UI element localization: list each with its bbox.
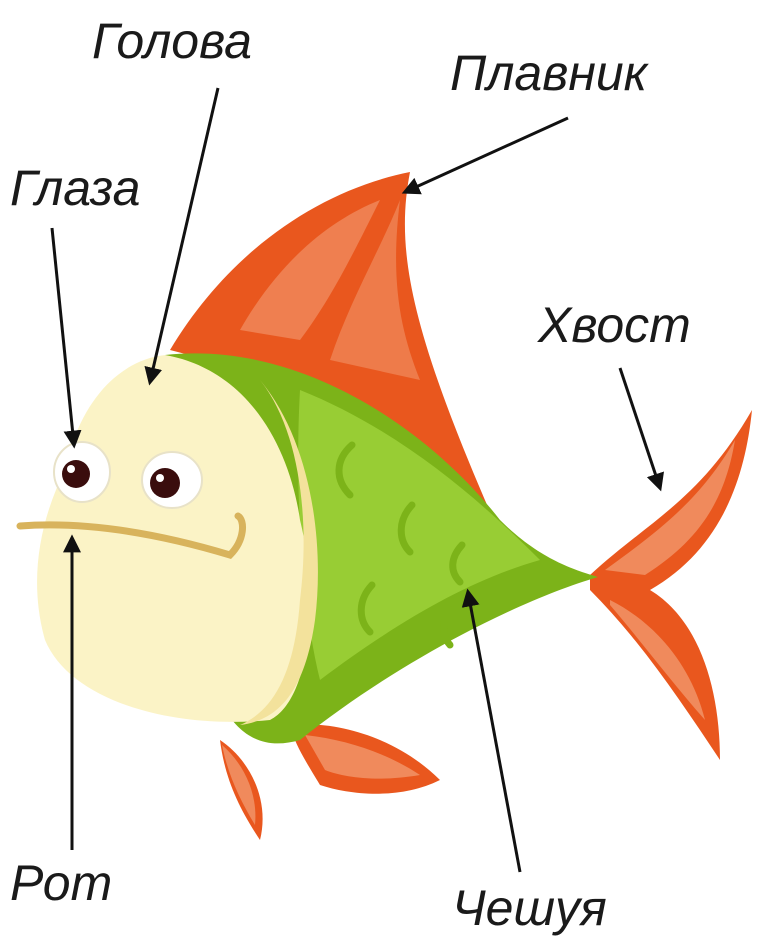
scales-arrow bbox=[468, 592, 520, 872]
label-head: Голова bbox=[92, 13, 252, 69]
tail-fin bbox=[590, 410, 752, 760]
tail-arrow bbox=[620, 368, 660, 488]
label-mouth: Рот bbox=[10, 855, 112, 911]
eyes-arrow bbox=[52, 228, 74, 445]
label-eyes: Глаза bbox=[10, 160, 140, 216]
bottom-fins bbox=[220, 724, 440, 840]
label-scales: Чешуя bbox=[452, 880, 607, 936]
fin-arrow bbox=[405, 118, 568, 192]
label-fin: Плавник bbox=[450, 45, 650, 101]
label-tail: Хвост bbox=[537, 297, 691, 353]
